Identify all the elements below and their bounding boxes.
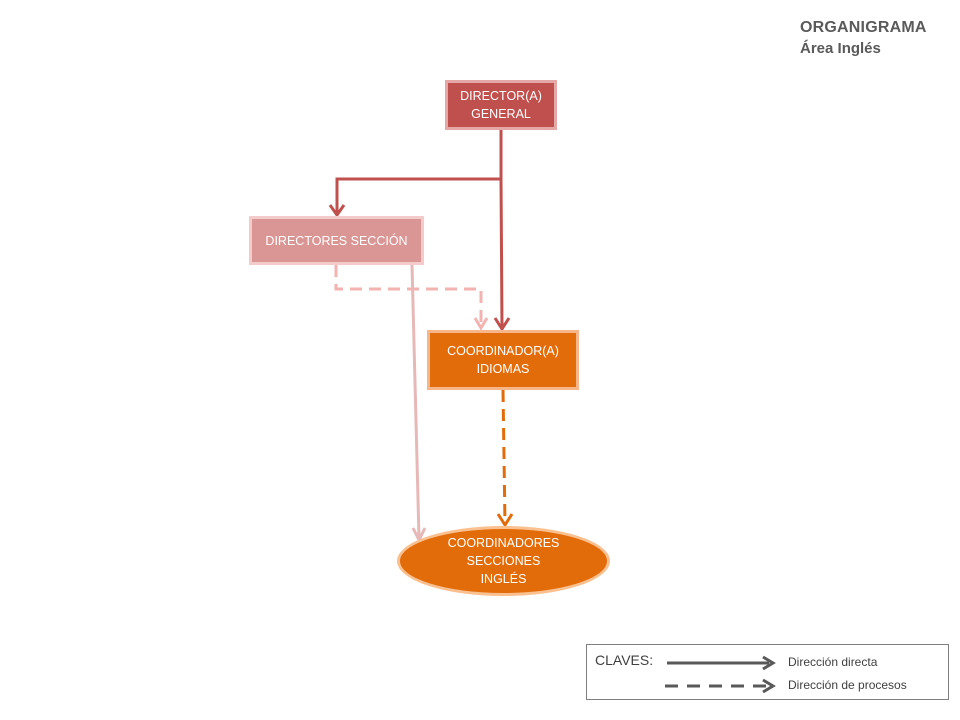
connector-director-to-coordinador — [499, 178, 504, 329]
title-block: ORGANIGRAMA Área Inglés — [800, 18, 927, 60]
node-coordinador-line2: IDIOMAS — [476, 362, 530, 376]
node-coordinadores-line1: COORDINADORES — [447, 536, 560, 550]
legend-direct-label: Dirección directa — [788, 655, 878, 669]
diagram-subtitle: Área Inglés — [800, 40, 881, 57]
node-director-line1: DIRECTOR(A) — [460, 89, 542, 103]
arrowhead-coordinador — [493, 317, 511, 332]
node-coordinador-line1: COORDINADOR(A) — [447, 344, 559, 358]
node-director-general: DIRECTOR(A) GENERAL — [445, 80, 557, 130]
arrowhead-directores-seccion — [328, 204, 346, 218]
connector-directores-seccion-to-coordinador — [334, 265, 483, 328]
node-directores-seccion: DIRECTORES SECCIÓN — [249, 216, 424, 265]
connector-directores-seccion-to-coordinadores — [410, 264, 421, 539]
node-directores-seccion-label: DIRECTORES SECCIÓN — [265, 233, 408, 248]
node-coordinadores-secciones-ingles: COORDINADORES SECCIONES INGLÉS — [397, 526, 610, 596]
arrowhead-coordinador-process — [473, 317, 489, 331]
connector-director-to-directores-seccion — [335, 130, 503, 214]
legend-box: CLAVES: Dirección directa Dirección de p… — [586, 644, 949, 700]
arrowhead-coordinadores-process — [496, 513, 514, 528]
node-coordinadores-line2: SECCIONES — [466, 554, 541, 568]
node-coordinadores-line3: INGLÉS — [480, 572, 527, 586]
legend-heading: CLAVES: — [595, 652, 654, 668]
legend-process-arrowhead — [762, 678, 776, 694]
node-director-line2: GENERAL — [471, 107, 531, 121]
connector-coordinador-to-coordinadores — [501, 389, 507, 525]
legend-process-label: Dirección de procesos — [788, 678, 907, 692]
legend-direct-arrowhead — [762, 655, 776, 671]
node-coordinador-idiomas: COORDINADOR(A) IDIOMAS — [427, 330, 579, 390]
diagram-title: ORGANIGRAMA — [800, 19, 927, 36]
legend-arrows — [665, 655, 776, 694]
